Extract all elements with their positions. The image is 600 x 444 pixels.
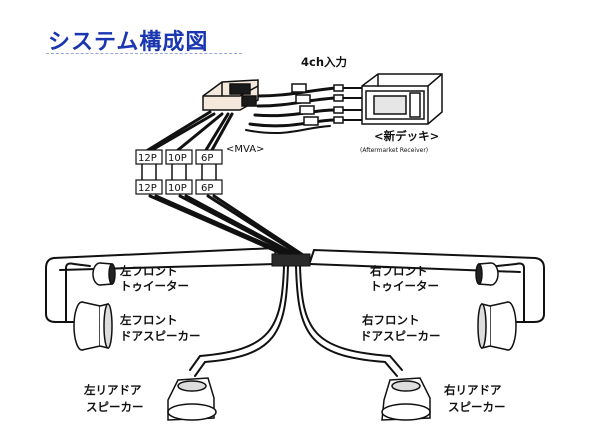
wire-junction: [271, 253, 311, 267]
left-front-door-speaker: [73, 301, 113, 351]
aftermarket-deck: [361, 73, 443, 125]
left-tweeter-label-1: 左フロント: [119, 264, 178, 278]
left-rear-door-speaker: [167, 377, 217, 421]
right-front-door-speaker: [477, 301, 517, 351]
connector-bottom-6p: 6P: [195, 179, 223, 195]
right-rear-door-speaker: [381, 377, 431, 421]
connector-top-12p: 12P: [135, 149, 163, 165]
connector-bottom-10p: 10P: [165, 179, 193, 195]
svg-text:6P: 6P: [201, 153, 213, 164]
svg-text:12P: 12P: [138, 153, 157, 164]
mva-label: <MVA>: [226, 144, 264, 155]
right-rear-speaker-label-1: 右リアドア: [443, 383, 502, 397]
right-front-speaker-label-2: ドアスピーカー: [360, 329, 441, 343]
left-tweeter: [92, 262, 116, 286]
right-rear-speaker-label-2: スピーカー: [448, 400, 506, 414]
connector-pins: [141, 164, 217, 180]
right-tweeter: [475, 262, 499, 286]
connector-top-6p: 6P: [195, 149, 223, 165]
left-front-speaker-label-2: ドアスピーカー: [120, 329, 201, 343]
deck-label: <新デッキ>: [374, 129, 439, 143]
left-rear-speaker-label-1: 左リアドア: [83, 383, 142, 397]
svg-text:10P: 10P: [168, 183, 187, 194]
left-front-speaker-label-1: 左フロント: [119, 313, 178, 327]
connector-row-bottom: 12P 10P 6P: [135, 179, 223, 195]
connector-top-10p: 10P: [165, 149, 193, 165]
connector-row-top: 12P 10P 6P: [135, 149, 223, 165]
title-underline: [46, 53, 242, 54]
right-tweeter-label-1: 右フロント: [369, 264, 428, 278]
input-label: 4ch入力: [301, 55, 347, 69]
right-tweeter-label-2: トゥイーター: [370, 279, 439, 293]
mva-unit: [202, 79, 259, 111]
svg-text:6P: 6P: [201, 183, 213, 194]
deck-sublabel: (Aftermarket Receiver): [360, 147, 428, 154]
svg-text:10P: 10P: [168, 153, 187, 164]
wiring: [45, 83, 545, 377]
left-rear-speaker-label-2: スピーカー: [86, 400, 144, 414]
page-title: システム構成図: [48, 30, 209, 55]
svg-text:12P: 12P: [138, 183, 157, 194]
connector-bottom-12p: 12P: [135, 179, 163, 195]
left-tweeter-label-2: トゥイーター: [120, 279, 189, 293]
right-front-speaker-label-1: 右フロント: [361, 313, 420, 327]
